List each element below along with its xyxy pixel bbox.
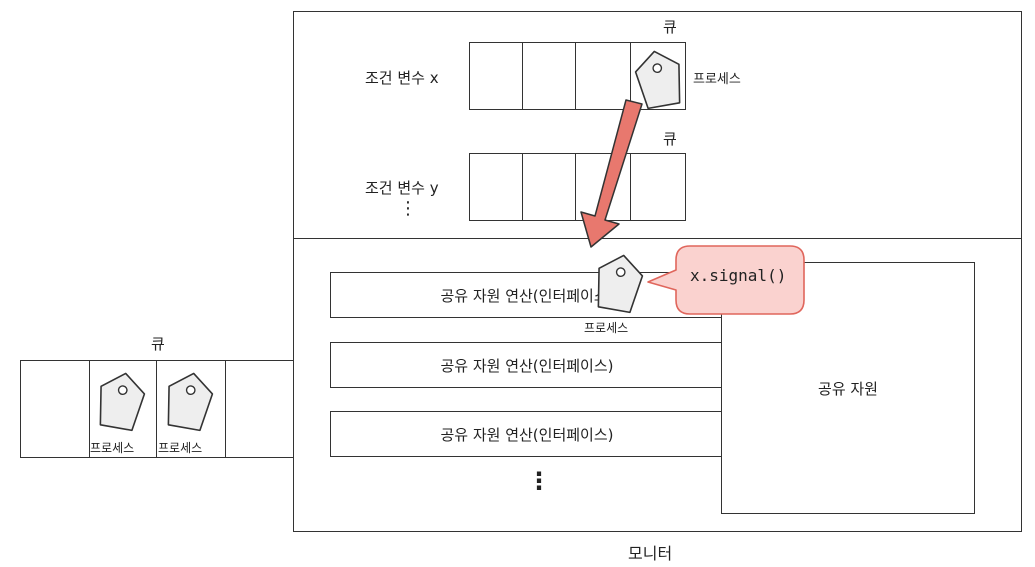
cond-var-y-queue-label: 큐 (663, 130, 677, 148)
queue-slot (469, 42, 524, 110)
signal-arrow (580, 99, 643, 248)
operation-box: 공유 자원 연산(인터페이스) (330, 411, 724, 457)
entry-process-label: 프로세스 (158, 441, 203, 455)
queue-slot (522, 153, 577, 221)
monitor-label: 모니터 (628, 544, 673, 563)
operation-label: 공유 자원 연산(인터페이스) (440, 425, 614, 444)
operation-label: 공유 자원 연산(인터페이스) (440, 356, 614, 375)
shared-resource-label: 공유 자원 (818, 379, 878, 398)
cond-var-y-label: 조건 변수 y (365, 179, 439, 197)
queue-slot (225, 360, 294, 458)
cond-var-ellipsis: ⋮ (399, 198, 417, 219)
entry-queue-label: 큐 (151, 335, 165, 353)
signaled-process-label: 프로세스 (584, 321, 629, 335)
process-tag-icon (591, 250, 647, 315)
operation-box: 공유 자원 연산(인터페이스) (330, 272, 724, 318)
cond-var-x-queue-label: 큐 (663, 18, 677, 36)
signal-callout-text: x.signal() (690, 266, 787, 285)
cond-var-x-label: 조건 변수 x (365, 69, 439, 87)
operation-ellipsis: ⋮ (527, 467, 551, 495)
operation-label: 공유 자원 연산(인터페이스) (440, 286, 614, 305)
queue-slot (630, 153, 686, 221)
entry-process-label: 프로세스 (90, 441, 135, 455)
queue-slot (20, 360, 91, 458)
queue-slot (469, 153, 524, 221)
monitor-divider (293, 238, 1022, 239)
operation-box: 공유 자원 연산(인터페이스) (330, 342, 724, 388)
cond-var-x-process-label: 프로세스 (693, 72, 741, 87)
